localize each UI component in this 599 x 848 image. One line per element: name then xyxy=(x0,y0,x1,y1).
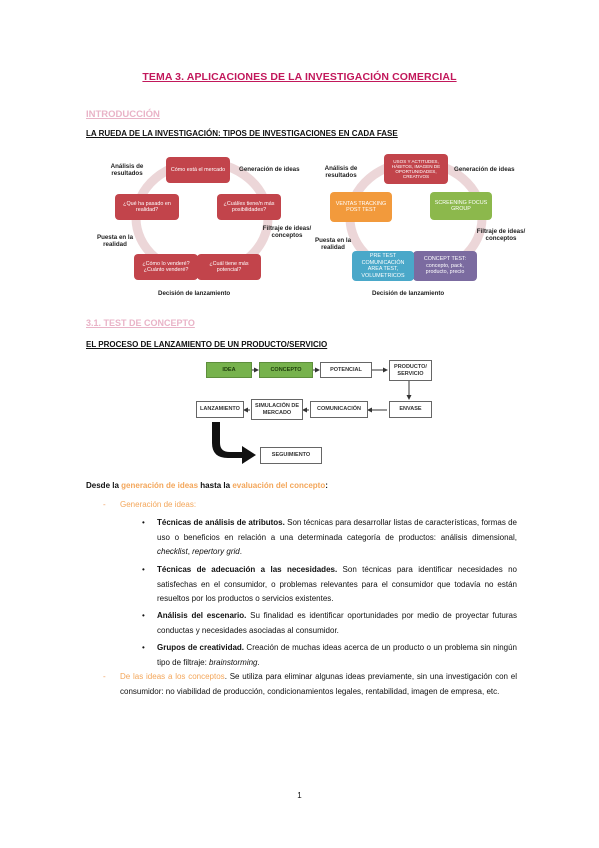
flow-simulacion: SIMULACIÓN DE MERCADO xyxy=(251,399,303,420)
wheel-box-possibilities: ¿Cuál/es tiene/n más posibilidades? xyxy=(217,194,281,220)
wheel-box-sales: ¿Cómo lo venderé? ¿Cuánto venderé? xyxy=(134,254,198,280)
dash-bullet: - xyxy=(103,672,106,681)
label-analysis: Análisis de resultados xyxy=(110,163,144,177)
list-item-scenario: •Análisis del escenario. Su finalidad es… xyxy=(142,611,517,635)
label-generation: Generación de ideas xyxy=(239,166,300,173)
flow-lanzamiento: LANZAMIENTO xyxy=(196,401,244,418)
wheel-heading: LA RUEDA DE LA INVESTIGACIÓN: TIPOS DE I… xyxy=(86,129,398,138)
flow-comunicacion: COMUNICACIÓN xyxy=(310,401,368,418)
list-item-creativity: •Grupos de creatividad. Creación de much… xyxy=(142,643,517,667)
label-analysis: Análisis de resultados xyxy=(324,165,358,179)
page-number: 1 xyxy=(297,791,302,800)
wheel-box-reality: ¿Qué ha pasado en realidad? xyxy=(115,194,179,220)
wheel2-box-screening: SCREENING FOCUS GROUP xyxy=(430,192,492,220)
intro-heading: INTRODUCCIÓN xyxy=(86,109,160,120)
wheel-box-potential: ¿Cuál tiene más potencial? xyxy=(197,254,261,280)
ideas-to-concepts-paragraph: De las ideas a los conceptos. Se utiliza… xyxy=(120,672,517,696)
wheel2-box-usage: USOS Y ACTITUDES, HÁBITOS, IMAGEN DE OPO… xyxy=(384,154,448,184)
flow-arrows xyxy=(212,367,412,464)
flow-concepto: CONCEPTO xyxy=(259,362,313,378)
label-decision: Decisión de lanzamiento xyxy=(158,290,231,297)
wheel2-box-concept-test: CONCEPT TEST: concepto, pack, producto, … xyxy=(413,251,477,281)
flow-producto: PRODUCTO/ SERVICIO xyxy=(389,360,432,381)
research-wheel-diagram: Cómo está el mercado ¿Cuál/es tiene/n má… xyxy=(90,148,312,306)
page-title: TEMA 3. APLICACIONES DE LA INVESTIGACIÓN… xyxy=(142,71,457,83)
list-item-needs: •Técnicas de adecuación a las necesidade… xyxy=(142,565,517,603)
label-decision: Decisión de lanzamiento xyxy=(372,290,445,297)
launch-process-diagram: IDEA CONCEPTO POTENCIAL PRODUCTO/ SERVIC… xyxy=(196,359,432,469)
label-launch: Puesta en la realidad xyxy=(314,237,352,251)
wheel-box-market: Cómo está el mercado xyxy=(166,157,230,183)
intro-line: Desde la generación de ideas hasta la ev… xyxy=(86,481,328,490)
label-filtering: Filtraje de ideas/ conceptos xyxy=(476,228,526,242)
research-types-wheel-diagram: USOS Y ACTITUDES, HÁBITOS, IMAGEN DE OPO… xyxy=(308,148,528,306)
process-heading: EL PROCESO DE LANZAMIENTO DE UN PRODUCTO… xyxy=(86,340,328,349)
label-generation: Generación de ideas xyxy=(454,166,515,173)
wheel2-box-pretest: PRE TEST COMUNICACIÓN AREA TEST, VOLUMET… xyxy=(352,251,414,281)
list-item-attributes: •Técnicas de análisis de atributos. Son … xyxy=(142,518,517,556)
flow-idea: IDEA xyxy=(206,362,252,378)
flow-seguimiento: SEGUIMIENTO xyxy=(260,447,322,464)
label-launch: Puesta en la realidad xyxy=(96,234,134,248)
label-filtering: Filtraje de ideas/ conceptos xyxy=(262,225,312,239)
wheel2-box-sales-tracking: VENTAS TRACKING POST TEST xyxy=(330,192,392,222)
flow-envase: ENVASE xyxy=(389,401,432,418)
flow-potencial: POTENCIAL xyxy=(320,362,372,378)
generation-heading: Generación de ideas: xyxy=(120,500,197,509)
section-heading: 3.1. TEST DE CONCEPTO xyxy=(86,318,195,328)
dash-bullet: - xyxy=(103,500,106,509)
